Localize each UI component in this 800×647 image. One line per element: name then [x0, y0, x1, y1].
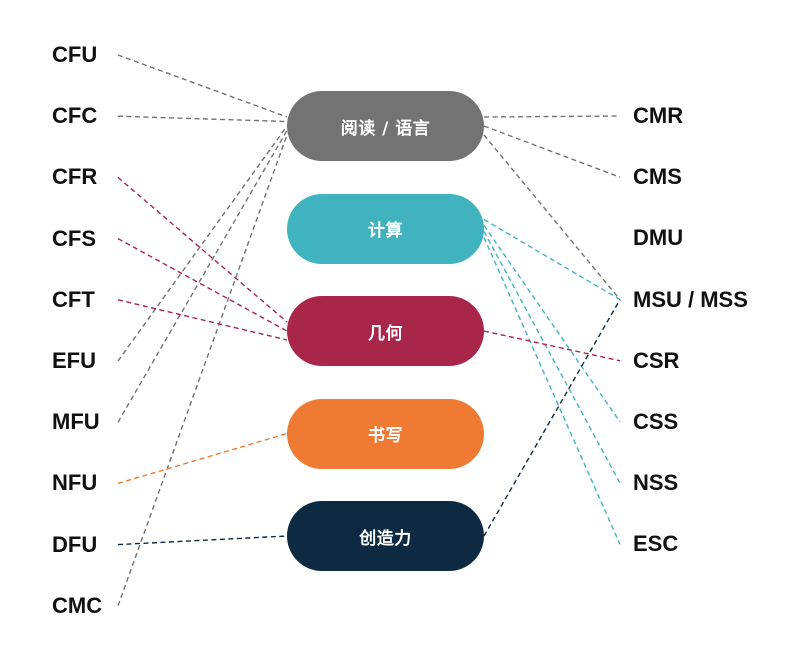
link-reading-cfc	[117, 115, 288, 123]
link-reading-msu-mss	[483, 134, 621, 301]
link-computing-esc	[483, 237, 621, 545]
link-reading-cmr	[483, 115, 621, 118]
right-code-cmr: CMR	[633, 103, 684, 128]
category-label-writing: 书写	[368, 426, 403, 446]
category-label-reading: 阅读 / 语言	[340, 118, 431, 139]
link-reading-efu	[117, 125, 288, 362]
link-writing-nfu	[117, 432, 288, 485]
link-creativity-msu-mss	[483, 299, 621, 537]
category-label-geometry: 几何	[368, 323, 403, 344]
left-code-cfc: CFC	[52, 103, 98, 129]
left-code-nfu: NFU	[52, 470, 98, 496]
left-code-cmc: CMC	[52, 592, 103, 618]
category-pill-geometry: 几何	[287, 296, 484, 366]
link-reading-cfu	[117, 54, 288, 118]
link-geometry-csr	[483, 330, 621, 362]
link-geometry-cfr	[117, 176, 288, 323]
category-pill-creativity: 创造力	[287, 501, 484, 571]
left-code-cft: CFT	[52, 286, 95, 312]
left-code-cfu: CFU	[52, 42, 98, 67]
left-code-cfs: CFS	[52, 225, 96, 251]
left-code-dfu: DFU	[52, 531, 98, 557]
left-code-cfr: CFR	[52, 164, 98, 190]
right-code-csr: CSR	[633, 347, 680, 373]
left-code-efu: EFU	[52, 348, 96, 373]
left-code-mfu: MFU	[52, 409, 100, 435]
link-computing-nss	[483, 231, 621, 484]
link-geometry-cft	[117, 299, 288, 341]
link-geometry-cfs	[117, 237, 288, 332]
link-computing-msu-mss	[483, 218, 621, 301]
right-code-nss: NSS	[633, 470, 679, 496]
category-pill-reading: 阅读 / 语言	[287, 91, 484, 161]
category-pill-computing: 计算	[287, 193, 484, 264]
category-pill-writing: 书写	[287, 398, 484, 469]
link-reading-cmc	[117, 134, 288, 607]
link-reading-cms	[483, 125, 621, 178]
link-creativity-dfu	[117, 535, 288, 546]
right-code-css: CSS	[633, 409, 679, 434]
category-label-creativity: 创造力	[359, 528, 412, 549]
link-reading-mfu	[117, 130, 288, 423]
right-code-dmu: DMU	[633, 225, 684, 251]
link-computing-css	[483, 225, 621, 423]
right-code-msu-mss: MSU / MSS	[633, 286, 748, 312]
right-code-cms: CMS	[633, 164, 682, 190]
category-label-computing: 计算	[368, 221, 403, 241]
right-code-esc: ESC	[633, 531, 679, 557]
